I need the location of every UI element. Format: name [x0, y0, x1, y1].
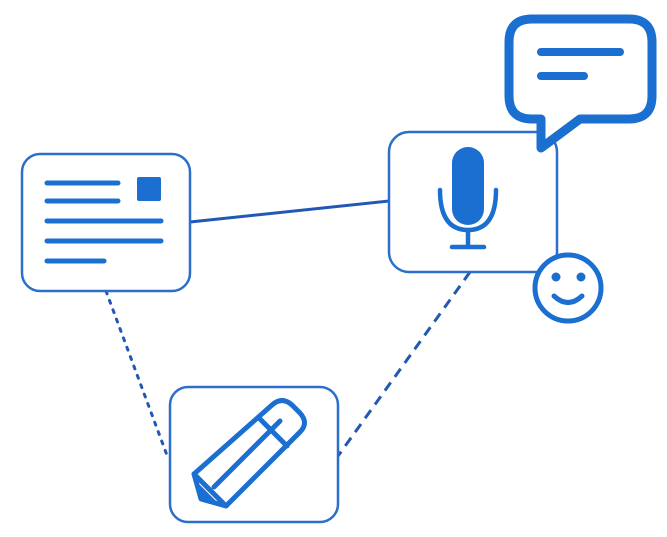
document-icon [44, 180, 164, 264]
microphone-card [387, 130, 559, 274]
edge-document-pencil [104, 289, 170, 460]
edge-document-microphone [189, 199, 390, 224]
chat-bubble-icon [504, 14, 657, 153]
edge-microphone-pencil [336, 271, 472, 457]
connectors [104, 199, 472, 460]
microphone-icon [437, 147, 499, 250]
smiley-icon [532, 252, 604, 324]
document-card [20, 152, 192, 293]
pencil-card [168, 385, 340, 524]
pencil-icon [191, 398, 307, 509]
document-stamp-icon [137, 177, 161, 201]
pencil-tip-icon [196, 481, 219, 504]
